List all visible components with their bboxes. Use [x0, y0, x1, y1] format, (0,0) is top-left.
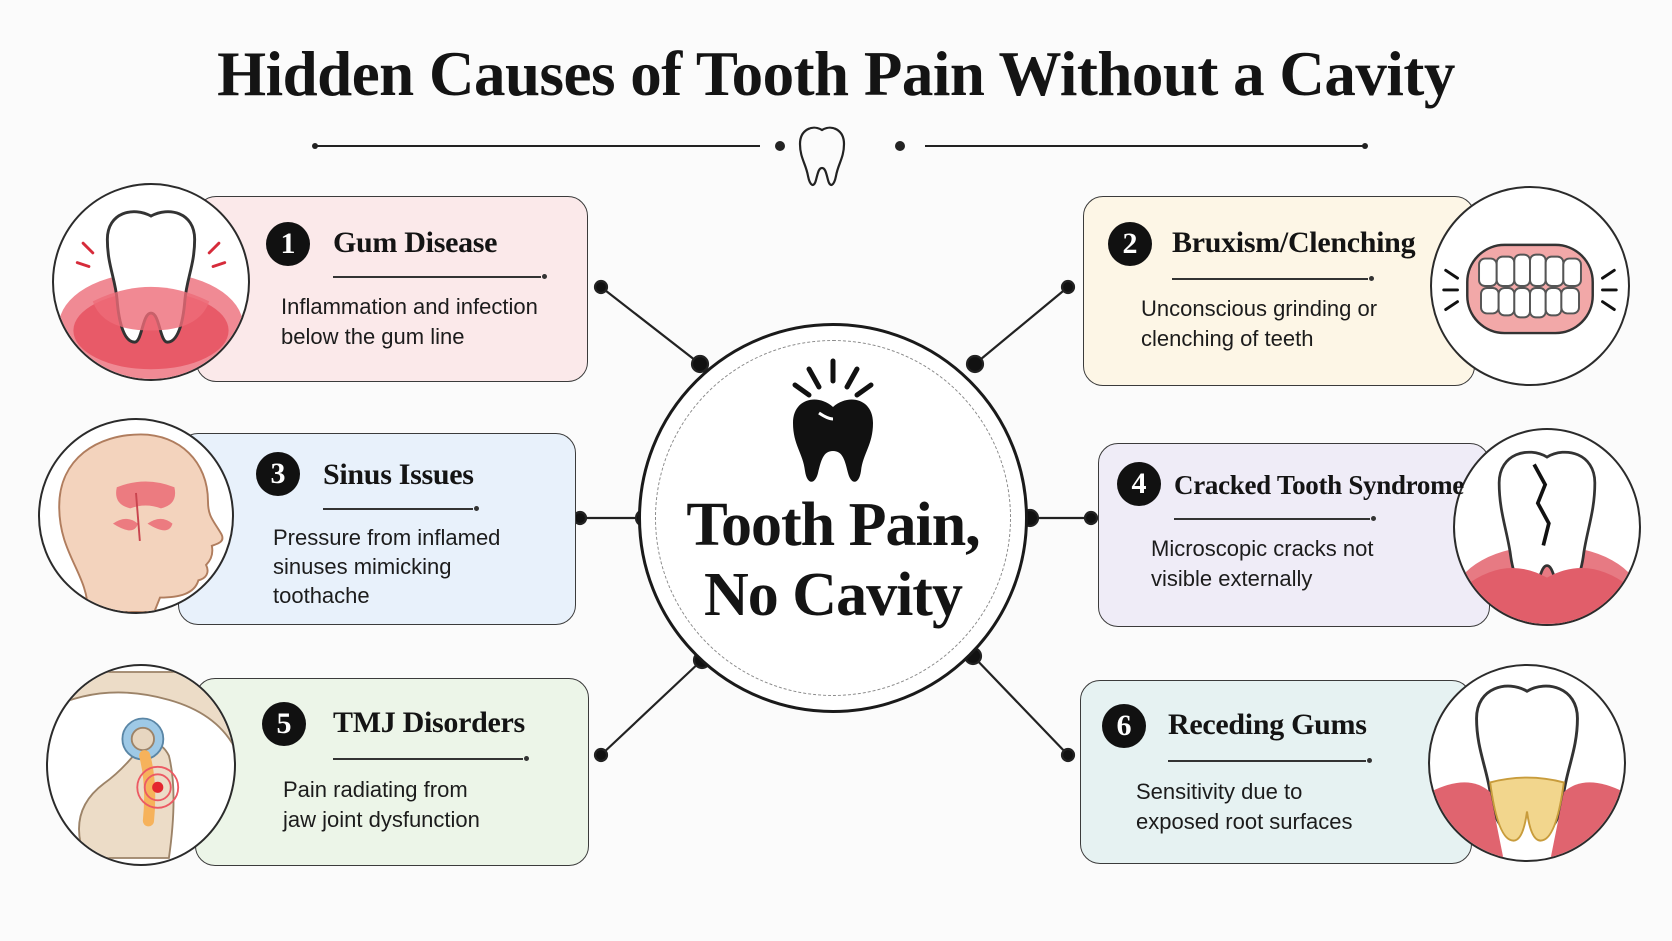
sinus-illustration	[38, 418, 234, 614]
desc-line: jaw joint dysfunction	[283, 807, 480, 832]
title-divider	[312, 126, 1368, 186]
cracked-tooth-illustration	[1453, 428, 1641, 626]
cause-desc-bruxism: Unconscious grinding or clenching of tee…	[1141, 294, 1377, 354]
cause-desc-cracked-tooth: Microscopic cracks not visible externall…	[1151, 534, 1374, 594]
receding-gums-illustration	[1428, 664, 1626, 862]
cause-title-gum-disease: Gum Disease	[333, 226, 498, 259]
cause-number-6: 6	[1102, 704, 1146, 748]
cause-title-receding-gums: Receding Gums	[1168, 708, 1367, 741]
desc-line: Unconscious grinding or	[1141, 296, 1378, 321]
tmj-illustration	[46, 664, 236, 866]
title-underline	[333, 756, 529, 761]
cause-number-2: 2	[1108, 222, 1152, 266]
desc-line: toothache	[273, 583, 370, 608]
cause-desc-tmj: Pain radiating from jaw joint dysfunctio…	[283, 775, 480, 835]
cause-card-receding-gums	[1080, 680, 1472, 864]
cause-number-4: 4	[1117, 462, 1161, 506]
cracked-tooth-icon	[1455, 450, 1639, 624]
cause-card-gum-disease	[196, 196, 588, 382]
cause-title-sinus: Sinus Issues	[323, 458, 474, 491]
desc-line: sinuses mimicking	[273, 554, 452, 579]
title-underline	[333, 274, 547, 279]
center-title-line2: No Cavity	[704, 561, 963, 629]
cause-number-5: 5	[262, 702, 306, 746]
title-underline	[1172, 276, 1374, 281]
clenched-teeth-icon	[1442, 243, 1618, 335]
desc-line: Pain radiating from	[283, 777, 468, 802]
title-underline	[1174, 516, 1376, 521]
cause-title-tmj: TMJ Disorders	[333, 706, 525, 739]
cause-title-bruxism: Bruxism/Clenching	[1172, 226, 1416, 259]
desc-line: Pressure from inflamed	[273, 525, 501, 550]
sinus-head-icon	[58, 433, 224, 612]
desc-line: visible externally	[1151, 566, 1313, 591]
desc-line: Inflammation and infection	[281, 294, 538, 319]
cause-desc-sinus: Pressure from inflamed sinuses mimicking…	[273, 523, 500, 610]
cause-card-sinus	[178, 433, 576, 625]
cause-title-cracked-tooth: Cracked Tooth Syndrome	[1174, 470, 1464, 500]
desc-line: below the gum line	[281, 324, 465, 349]
center-title: Tooth Pain, No Cavity	[638, 490, 1028, 630]
center-title-line1: Tooth Pain,	[686, 491, 980, 559]
desc-line: Microscopic cracks not	[1151, 536, 1374, 561]
page-title: Hidden Causes of Tooth Pain Without a Ca…	[217, 39, 1455, 109]
bruxism-illustration	[1430, 186, 1630, 386]
receding-gum-tooth-icon	[1430, 684, 1624, 860]
cause-card-tmj	[195, 678, 589, 866]
cause-number-1: 1	[266, 222, 310, 266]
cause-desc-gum-disease: Inflammation and infection below the gum…	[281, 292, 538, 352]
gum-disease-illustration	[52, 183, 250, 381]
desc-line: clenching of teeth	[1141, 326, 1314, 351]
cause-card-cracked-tooth	[1098, 443, 1490, 627]
title-underline	[1168, 758, 1372, 763]
title-underline	[323, 506, 479, 511]
cause-number-3: 3	[256, 452, 300, 496]
desc-line: Sensitivity due to	[1136, 779, 1303, 804]
center-hub	[638, 323, 1028, 713]
cause-desc-receding-gums: Sensitivity due to exposed root surfaces	[1136, 777, 1352, 837]
jaw-joint-icon	[48, 671, 234, 859]
pain-tooth-icon	[792, 358, 874, 482]
desc-line: exposed root surfaces	[1136, 809, 1353, 834]
inflamed-gum-tooth-icon	[58, 210, 244, 379]
